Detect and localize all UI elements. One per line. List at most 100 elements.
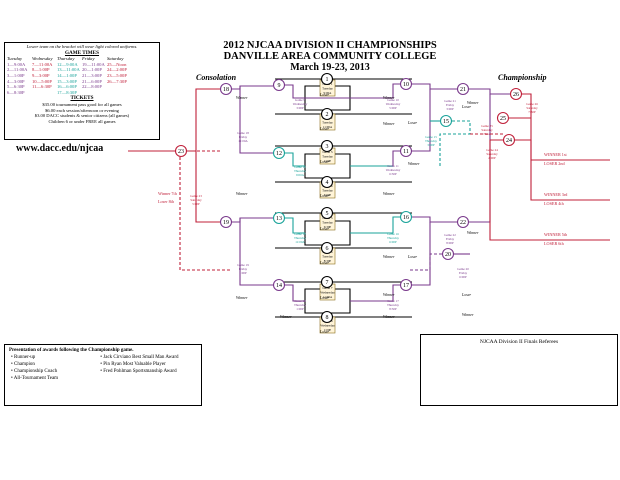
seed-number: 12 xyxy=(276,151,282,157)
seed-number: 3 xyxy=(326,144,329,150)
seed-circle: 7 xyxy=(320,275,334,289)
game-label-text: Game 22 xyxy=(444,233,456,237)
referees-title: NJCAA Division II Finals Referees xyxy=(479,339,559,345)
game-time: 10—5:00P xyxy=(32,78,52,84)
awards-column-2: • Jack Cirviano Best Small Man Award • P… xyxy=(94,354,201,382)
game-box-text: 1:00P xyxy=(324,159,332,163)
game-label-text: Game 15 xyxy=(425,135,437,139)
bracket-line xyxy=(285,284,305,302)
seed-circle: 13 xyxy=(272,211,286,225)
day-header: Tuesday xyxy=(7,56,23,62)
seed-circle: 23 xyxy=(174,144,188,158)
seed-circle-ring xyxy=(174,144,188,158)
game-label-text: Friday xyxy=(239,135,248,139)
game-label-text: Wednesday xyxy=(293,102,308,106)
host-college: DANVILLE AREA COMMUNITY COLLEGE xyxy=(223,51,437,62)
winner-loser-label: Loser xyxy=(319,126,330,131)
winner-loser-label: Winner xyxy=(236,95,248,100)
seed-circle-ring xyxy=(399,77,413,91)
bracket-line xyxy=(239,86,273,154)
bracket-line xyxy=(412,222,431,286)
bracket-line xyxy=(232,85,273,90)
ticket-line: $3.00 DACC students & senior citizens (a… xyxy=(34,113,130,119)
game-label-text: 8:30P xyxy=(389,307,397,311)
game-time: 24—2:00P xyxy=(107,67,127,73)
seed-number: 18 xyxy=(223,87,229,93)
seed-circle-ring xyxy=(399,210,413,224)
winner-loser-label: Loser xyxy=(319,295,330,300)
seed-number: 16 xyxy=(403,215,409,221)
winner-loser-label: Loser xyxy=(319,193,330,198)
game-label-text: 11:00A xyxy=(295,240,305,244)
seed-number: 9 xyxy=(278,83,281,89)
winner-loser-label: Loser xyxy=(407,254,418,259)
winner-loser-label: Loser xyxy=(461,104,472,109)
game-label-text: Friday xyxy=(239,267,248,271)
seed-number: 13 xyxy=(276,216,282,222)
seed-circle: 10 xyxy=(399,77,413,91)
seed-circle-ring xyxy=(320,310,334,324)
game-label-text: Friday xyxy=(459,271,468,275)
seed-circle: 18 xyxy=(219,82,233,96)
game-time: 14—1:00P xyxy=(57,72,77,78)
game-label-text: Saturday xyxy=(526,106,538,110)
award-item: • Pin Ryan Most Valuable Player xyxy=(100,362,166,367)
game-time: 16—6:00P xyxy=(57,84,77,90)
event-dates: March 19-23, 2013 xyxy=(290,62,370,73)
game-label-text: 9:00A xyxy=(296,173,305,177)
game-box-text: Tuesday xyxy=(322,121,333,125)
game-label-text: 3:00P xyxy=(296,106,304,110)
game-label-text: Friday xyxy=(446,237,455,241)
ticket-line: $6.00 each session/afternoon or evening xyxy=(45,107,119,113)
bracket-line xyxy=(350,83,400,99)
game-label-text: 5:00P xyxy=(389,106,397,110)
website-link[interactable]: www.dacc.edu/njcaa xyxy=(16,143,104,154)
game-times-title: GAME TIMES xyxy=(64,49,100,56)
game-label-text: 6:00P xyxy=(389,240,397,244)
game-label-text: Wednesday xyxy=(386,168,401,172)
seed-circle: 26 xyxy=(509,87,523,101)
winner-loser-label: Loser xyxy=(319,159,330,164)
consolation-heading: Consolation xyxy=(196,73,237,82)
game-label-text: Thursday xyxy=(294,169,306,173)
placement-label: LOSER 2nd xyxy=(544,161,565,166)
game-label-text: Game 23 xyxy=(190,194,202,198)
seed-number: 11 xyxy=(403,149,409,155)
winner-loser-label: Winner xyxy=(467,100,479,105)
bracket-line xyxy=(285,217,305,234)
placement-label: WINNER 3rd xyxy=(544,192,568,197)
game-label-text: Noon xyxy=(483,132,490,136)
game-time: 7—11:00A xyxy=(32,61,53,67)
game-label-text: Thursday xyxy=(294,236,306,240)
game-label-text: Game 12 xyxy=(294,165,306,169)
game-time: 19—11:00A xyxy=(82,61,105,67)
winner-loser-label: Winner xyxy=(383,191,395,196)
game-time xyxy=(32,90,57,96)
placement-label: WINNER 5th xyxy=(544,232,568,237)
awards-column-1: • Runner-up • Champion • Championship Co… xyxy=(5,354,94,382)
seed-number: 26 xyxy=(513,92,519,98)
seed-circle: 12 xyxy=(272,146,286,160)
winner-loser-label: Loser xyxy=(407,120,418,125)
game-box-text: 1:00P xyxy=(324,328,332,332)
awards-title: Presentation of awards following the Cha… xyxy=(9,348,134,353)
seed-circle-ring xyxy=(219,215,233,229)
seed-circle: 22 xyxy=(456,215,470,229)
seed-number: 5 xyxy=(326,211,329,217)
game-label-text: Game 16 xyxy=(387,232,399,236)
game-time: 25—Noon xyxy=(107,61,127,67)
game-box-text: Wednesday xyxy=(320,291,335,295)
